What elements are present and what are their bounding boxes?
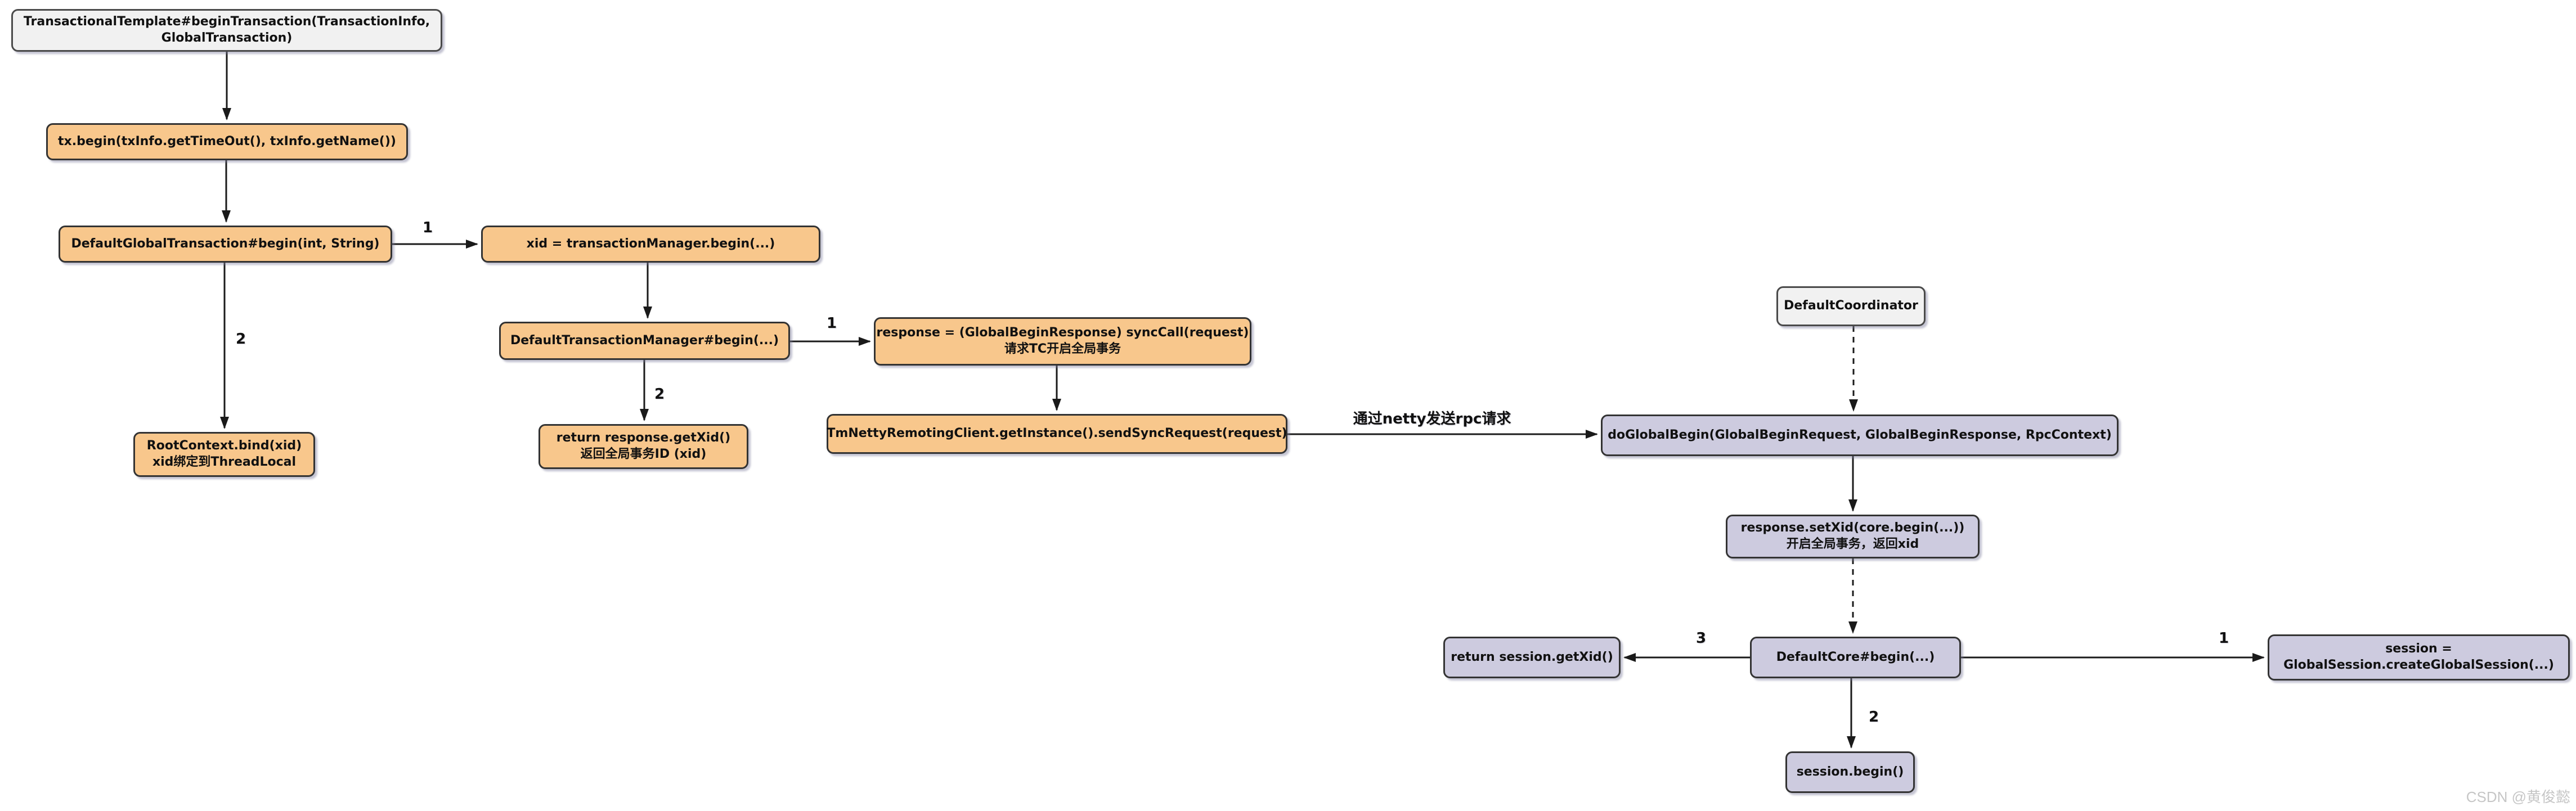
node-text-line: session = [2385, 642, 2452, 656]
node-text-line: doGlobalBegin(GlobalBeginRequest, Global… [1608, 427, 2112, 442]
node-text-line: TransactionalTemplate#beginTransaction(T… [23, 15, 430, 29]
node-text-line: DefaultCore#begin(...) [1776, 650, 1935, 664]
node-text-line: response = (GlobalBeginResponse) syncCal… [876, 326, 1249, 340]
node-text-line: GlobalTransaction) [161, 31, 293, 45]
node-text-line: xid绑定到ThreadLocal [152, 455, 297, 469]
edge-label-1-globaltx-managerbegin: 1 [422, 219, 433, 236]
edge-label-2-globaltx-rootcontext: 2 [235, 331, 246, 348]
node-text-line: 请求TC开启全局事务 [1004, 342, 1121, 356]
node-xid-assign: xid = transactionManager.begin(...) [481, 226, 820, 263]
edge-label-netty-rpc: 通过netty发送rpc请求 [1353, 411, 1511, 427]
node-text-line: return response.getXid() [556, 431, 731, 445]
node-response-set-xid: response.setXid(core.begin(...)) 开启全局事务，… [1726, 515, 1980, 558]
node-text-line: 开启全局事务，返回xid [1786, 537, 1919, 551]
node-text-line: RootContext.bind(xid) [146, 439, 302, 453]
node-text-line: tx.begin(txInfo.getTimeOut(), txInfo.get… [58, 134, 396, 148]
csdn-watermark: CSDN @黄俊懿 [2466, 789, 2570, 805]
node-text-line: 返回全局事务ID (xid) [580, 447, 707, 461]
node-text-line: xid = transactionManager.begin(...) [526, 236, 775, 251]
node-default-transaction-manager: DefaultTransactionManager#begin(...) [499, 322, 790, 360]
node-text-line: response.setXid(core.begin(...)) [1740, 521, 1965, 535]
node-root-context-bind: RootContext.bind(xid) xid绑定到ThreadLocal [133, 432, 315, 477]
edge-label-2-core-sessionbegin: 2 [1868, 709, 1879, 726]
node-text-line: session.begin() [1796, 764, 1904, 779]
edge-label-1-manager-synccall: 1 [826, 315, 837, 332]
node-tm-netty-client: TmNettyRemotingClient.getInstance().send… [827, 414, 1287, 454]
edge-label-2-manager-returnxid: 2 [654, 386, 665, 403]
node-session-begin: session.begin() [1785, 751, 1915, 793]
node-tx-begin: tx.begin(txInfo.getTimeOut(), txInfo.get… [46, 123, 408, 160]
node-text-line: GlobalSession.createGlobalSession(...) [2283, 658, 2554, 672]
node-default-global-transaction: DefaultGlobalTransaction#begin(int, Stri… [59, 226, 392, 263]
node-text-line: return session.getXid() [1451, 650, 1613, 664]
node-return-session-xid: return session.getXid() [1443, 637, 1621, 678]
node-return-response-xid: return response.getXid() 返回全局事务ID (xid) [538, 424, 748, 469]
node-text-line: DefaultGlobalTransaction#begin(int, Stri… [71, 236, 380, 251]
node-text-line: TmNettyRemotingClient.getInstance().send… [827, 426, 1287, 441]
edge-label-1-core-createsession: 1 [2218, 630, 2229, 647]
node-response-sync-call: response = (GlobalBeginResponse) syncCal… [874, 317, 1251, 366]
node-create-global-session: session = GlobalSession.createGlobalSess… [2268, 634, 2570, 681]
node-text-line: DefaultCoordinator [1784, 299, 1918, 313]
node-default-core-begin: DefaultCore#begin(...) [1750, 637, 1961, 678]
node-text-line: DefaultTransactionManager#begin(...) [510, 333, 779, 348]
node-do-global-begin: doGlobalBegin(GlobalBeginRequest, Global… [1601, 414, 2119, 456]
node-default-coordinator: DefaultCoordinator [1776, 286, 1926, 326]
node-transactional-template: TransactionalTemplate#beginTransaction(T… [11, 9, 442, 52]
edge-label-3-core-returnsessionxid: 3 [1695, 630, 1707, 647]
